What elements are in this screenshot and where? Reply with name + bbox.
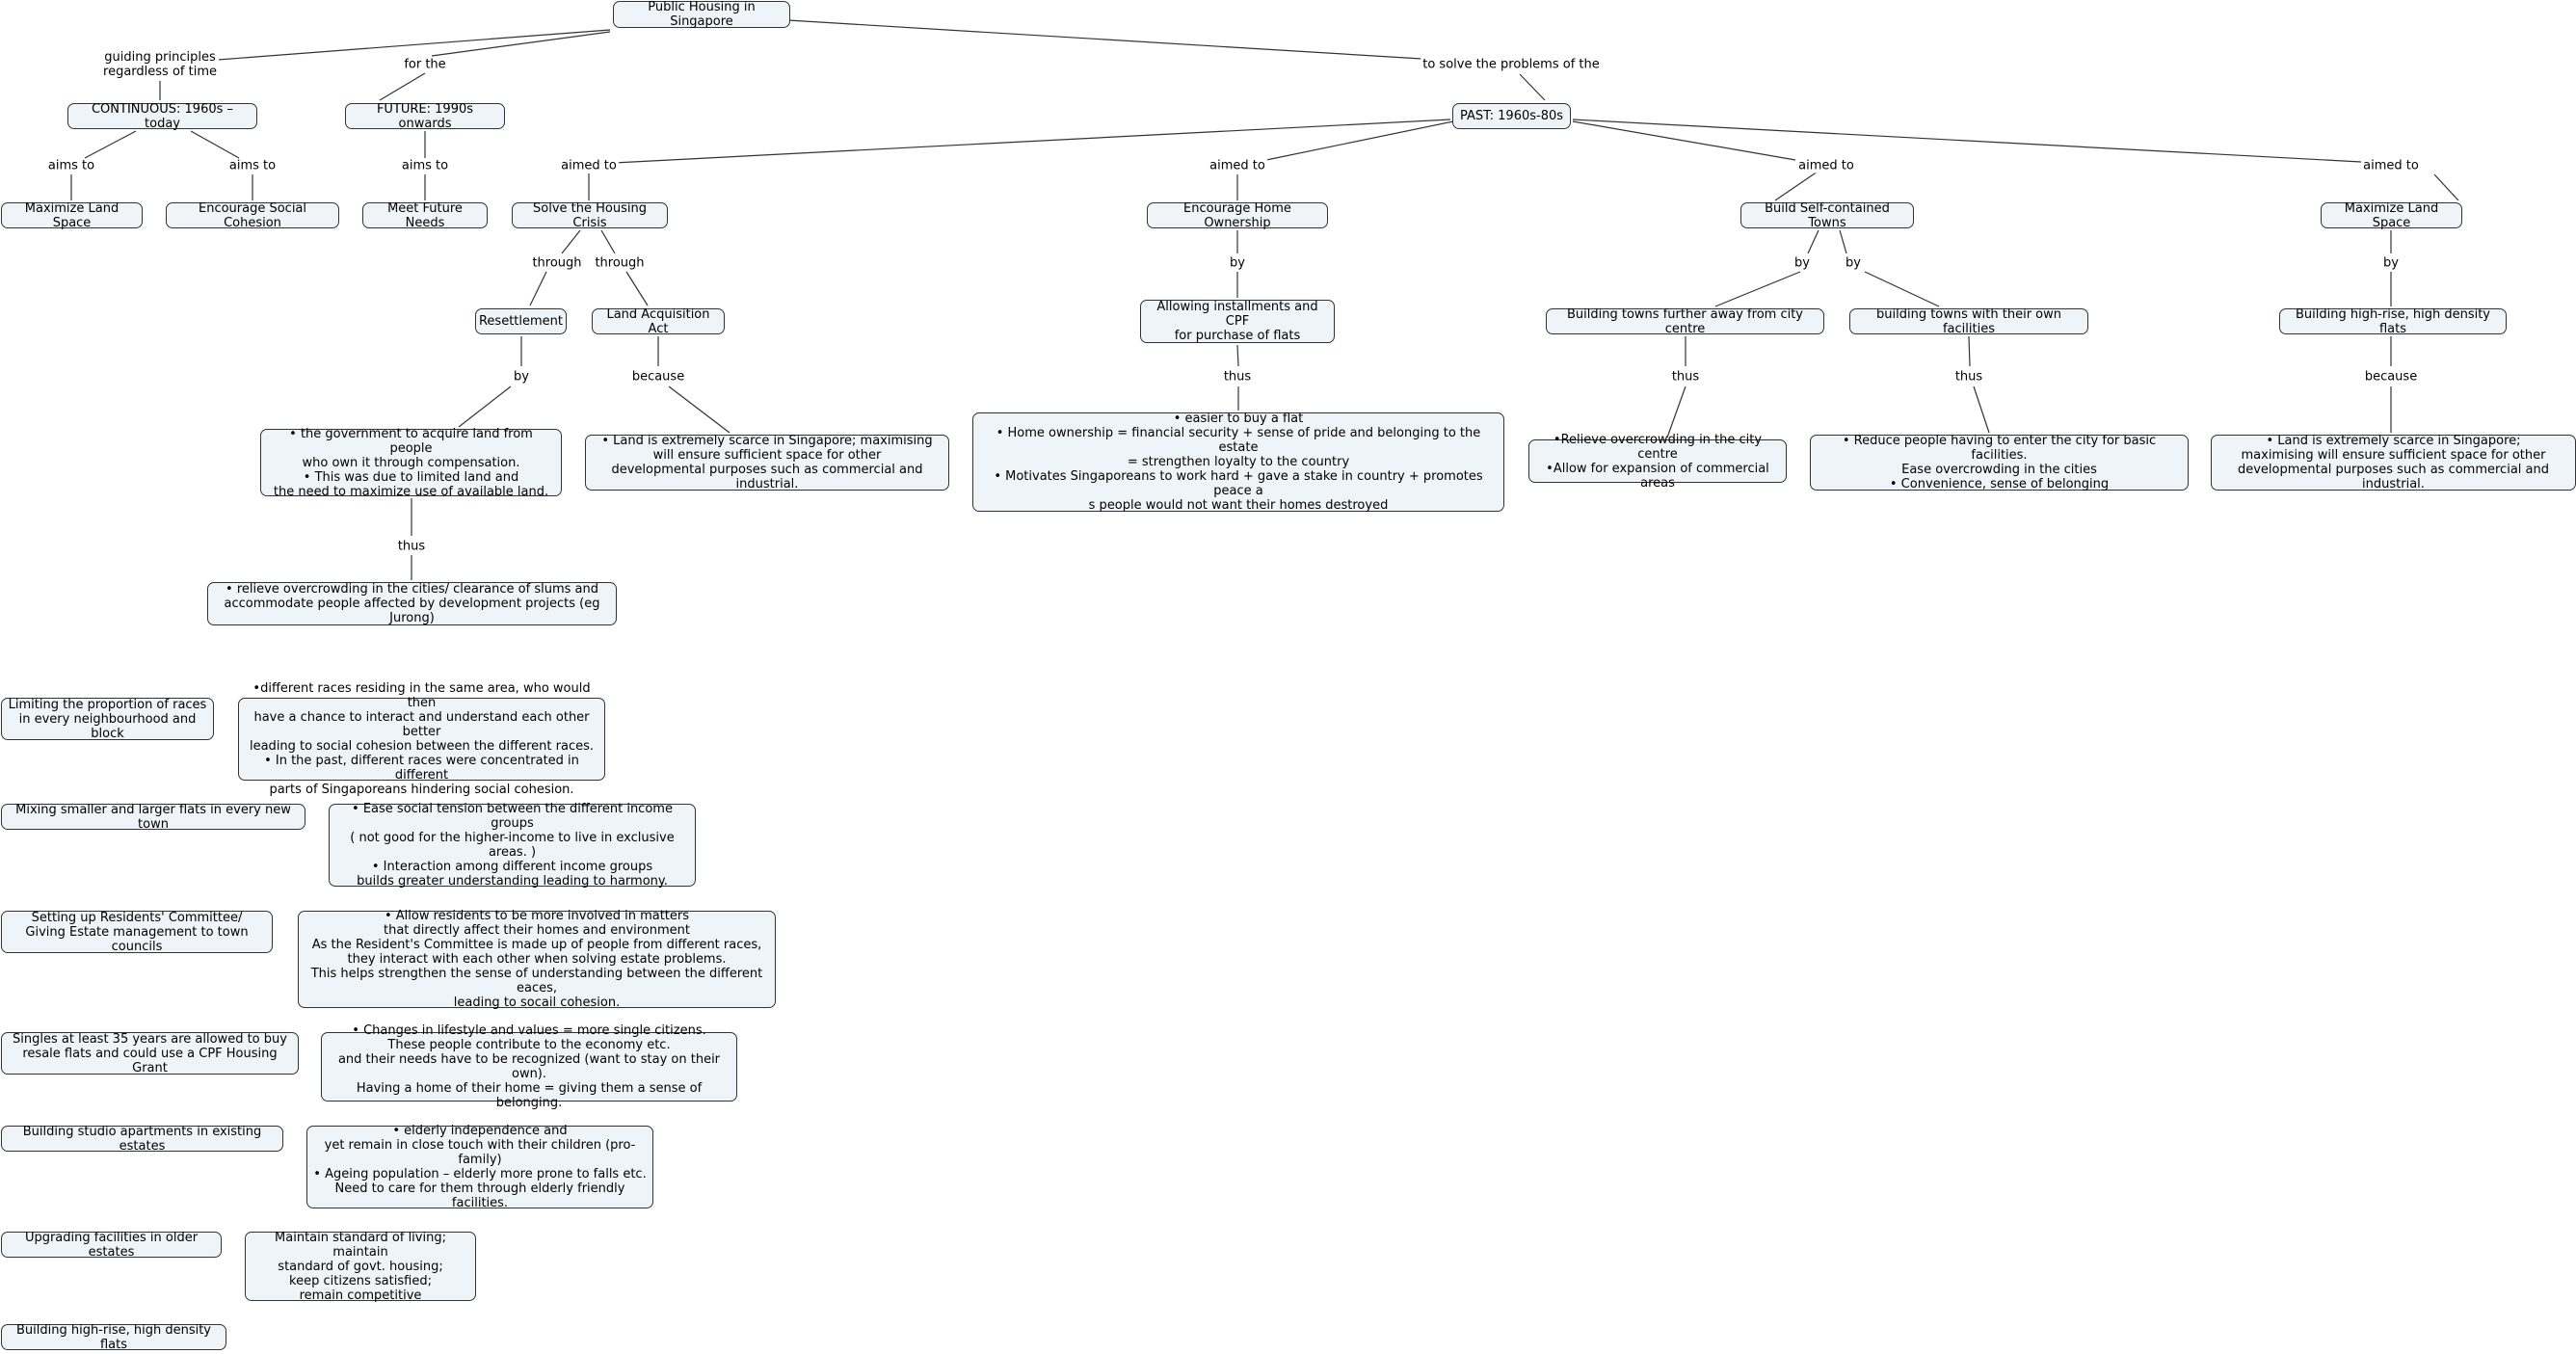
link-label: by bbox=[2381, 255, 2401, 271]
link-label: aimed to bbox=[1208, 158, 1267, 173]
link-label: thus bbox=[1221, 369, 1254, 385]
link-label: for the bbox=[402, 57, 448, 72]
link-label: thus bbox=[395, 539, 428, 554]
connector-line bbox=[600, 229, 616, 254]
link-label: aims to bbox=[45, 158, 97, 173]
concept-node-easier-flat[interactable]: • easier to buy a flat • Home ownership … bbox=[972, 412, 1504, 513]
concept-node-relieve-city[interactable]: •Relieve overcrowding in the city centre… bbox=[1528, 433, 1787, 491]
concept-node-highrise-1[interactable]: Building high-rise, high density flats bbox=[2279, 307, 2507, 336]
connector-line bbox=[1666, 385, 1686, 438]
link-label: thus bbox=[1952, 369, 1985, 385]
concept-node-upgrading[interactable]: Upgrading facilities in older estates bbox=[1, 1231, 222, 1260]
concept-node-towns-facilities[interactable]: building towns with their own facilities bbox=[1849, 307, 2088, 336]
concept-node-future-needs[interactable]: Meet Future Needs bbox=[362, 201, 488, 230]
link-label: aims to bbox=[226, 158, 279, 173]
connector-line bbox=[1839, 229, 1847, 254]
link-label: through bbox=[530, 255, 584, 271]
concept-node-rc-why[interactable]: • Allow residents to be more involved in… bbox=[298, 909, 776, 1010]
connector-line bbox=[379, 72, 426, 101]
connector-line bbox=[431, 31, 611, 57]
connector-line bbox=[561, 229, 581, 254]
concept-node-max-land-1[interactable]: Maximize Land Space bbox=[1, 201, 143, 230]
link-label: aims to bbox=[399, 158, 451, 173]
concept-node-self-towns[interactable]: Build Self-contained Towns bbox=[1740, 201, 1914, 230]
connector-line bbox=[2433, 173, 2459, 201]
link-label: by bbox=[1844, 255, 1863, 271]
connector-line bbox=[1519, 73, 1546, 101]
connector-line bbox=[1236, 344, 1239, 367]
concept-node-reduce-enter[interactable]: • Reduce people having to enter the city… bbox=[1810, 434, 2189, 491]
link-label: guiding principles regardless of time bbox=[101, 50, 219, 79]
link-label: thus bbox=[1669, 369, 1702, 385]
link-label: aimed to bbox=[559, 158, 619, 173]
connector-line bbox=[1572, 119, 2362, 163]
concept-node-mixing-why[interactable]: • Ease social tension between the differ… bbox=[329, 802, 696, 889]
concept-node-scarce-2[interactable]: • Land is extremely scarce in Singapore;… bbox=[2211, 434, 2576, 491]
link-label: through bbox=[593, 255, 647, 271]
connector-line bbox=[1572, 120, 1796, 161]
concept-node-max-land-2[interactable]: Maximize Land Space bbox=[2321, 201, 2462, 230]
concept-node-studio-why[interactable]: • elderly independence and yet remain in… bbox=[306, 1124, 653, 1210]
concept-node-resettlement[interactable]: Resettlement bbox=[475, 308, 567, 334]
connector-line bbox=[1714, 271, 1801, 307]
link-label: because bbox=[629, 369, 687, 385]
connector-line bbox=[1774, 171, 1819, 201]
concept-node-home-ownership[interactable]: Encourage Home Ownership bbox=[1147, 201, 1328, 230]
concept-node-races[interactable]: Limiting the proportion of races in ever… bbox=[1, 698, 214, 741]
concept-node-gov-acquire[interactable]: • the government to acquire land from pe… bbox=[260, 427, 562, 499]
connector-line bbox=[1973, 385, 1990, 434]
link-label: because bbox=[2362, 369, 2420, 385]
link-label: by bbox=[1228, 255, 1247, 271]
concept-node-races-why[interactable]: •different races residing in the same ar… bbox=[238, 681, 605, 797]
link-label: to solve the problems of the bbox=[1421, 57, 1602, 72]
concept-node-highrise-2[interactable]: Building high-rise, high density flats bbox=[1, 1323, 226, 1352]
concept-node-social-cohesion[interactable]: Encourage Social Cohesion bbox=[166, 201, 339, 230]
concept-node-singles-why[interactable]: • Changes in lifestyle and values = more… bbox=[321, 1023, 737, 1110]
connector-line bbox=[625, 271, 649, 306]
connector-line bbox=[217, 29, 611, 61]
concept-node-past[interactable]: PAST: 1960s-80s bbox=[1452, 103, 1571, 129]
connector-line bbox=[190, 130, 240, 159]
concept-node-housing-crisis[interactable]: Solve the Housing Crisis bbox=[512, 201, 668, 230]
link-label: aimed to bbox=[2361, 158, 2421, 173]
connector-line bbox=[1265, 120, 1454, 161]
connector-line bbox=[529, 271, 547, 306]
connector-line bbox=[613, 119, 1451, 164]
connector-line bbox=[84, 130, 137, 159]
connector-line bbox=[1864, 271, 1940, 307]
concept-node-installments[interactable]: Allowing installments and CPF for purcha… bbox=[1140, 300, 1335, 343]
concept-node-upgrading-why[interactable]: Maintain standard of living; maintain st… bbox=[245, 1231, 476, 1303]
link-label: by bbox=[512, 369, 531, 385]
connector-line bbox=[668, 385, 730, 434]
link-label: by bbox=[1793, 255, 1812, 271]
concept-node-root[interactable]: Public Housing in Singapore bbox=[613, 0, 790, 29]
connector-line bbox=[1807, 229, 1819, 254]
concept-node-scarce-1[interactable]: • Land is extremely scarce in Singapore;… bbox=[585, 434, 949, 491]
concept-node-relieve-slums[interactable]: • relieve overcrowding in the cities/ cl… bbox=[207, 582, 617, 625]
connector-line bbox=[458, 385, 512, 428]
concept-node-towns-far[interactable]: Building towns further away from city ce… bbox=[1546, 307, 1824, 336]
concept-node-mixing[interactable]: Mixing smaller and larger flats in every… bbox=[1, 803, 305, 832]
connector-line bbox=[1968, 335, 1971, 367]
link-label: aimed to bbox=[1796, 158, 1856, 173]
concept-node-land-act[interactable]: Land Acquisition Act bbox=[592, 307, 725, 336]
concept-node-continuous[interactable]: CONTINUOUS: 1960s – today bbox=[67, 102, 257, 131]
connector-line bbox=[787, 19, 1439, 61]
concept-node-singles[interactable]: Singles at least 35 years are allowed to… bbox=[1, 1032, 299, 1075]
concept-node-future[interactable]: FUTURE: 1990s onwards bbox=[345, 102, 505, 131]
concept-node-rc[interactable]: Setting up Residents' Committee/ Giving … bbox=[1, 911, 273, 954]
concept-node-studio[interactable]: Building studio apartments in existing e… bbox=[1, 1125, 283, 1154]
